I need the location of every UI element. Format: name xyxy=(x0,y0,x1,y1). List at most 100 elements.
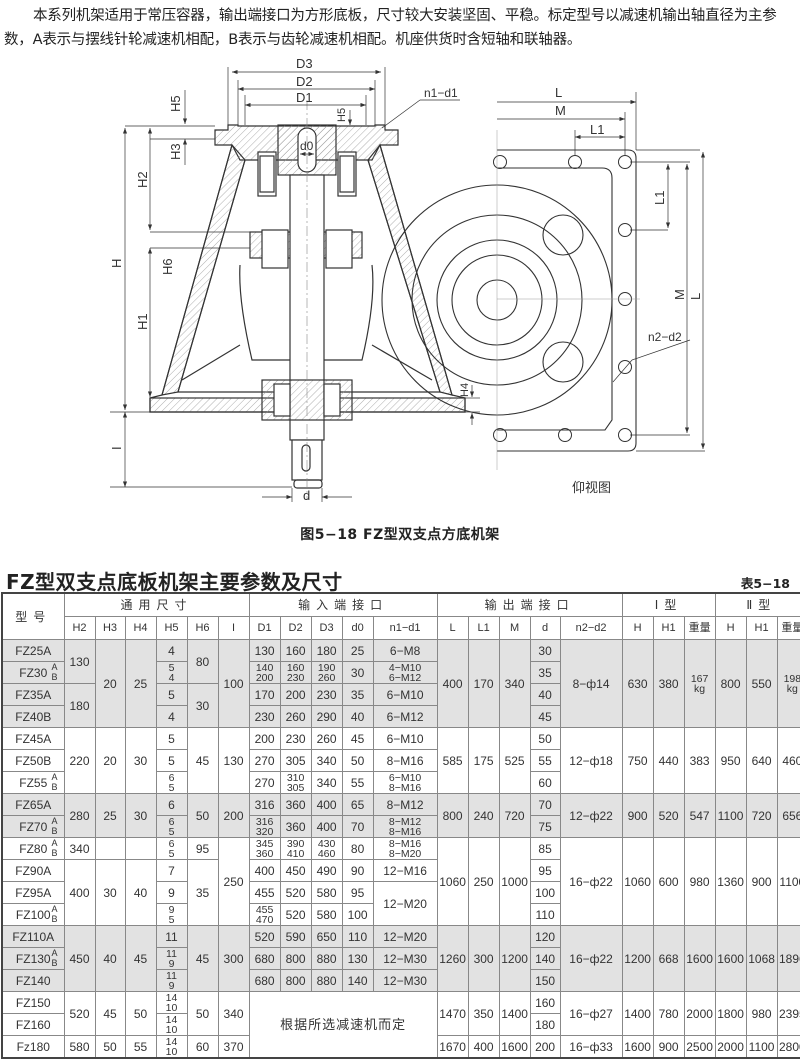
d-cell: 200 xyxy=(529,1035,561,1059)
d0-cell: 80 xyxy=(341,837,374,860)
n1d1-cell: 6−M12 xyxy=(372,705,438,728)
h2-cell: 520 xyxy=(63,991,96,1036)
label-l1-vertical: L1 xyxy=(652,191,667,205)
h5-cell: 5 xyxy=(155,749,188,772)
label-d0: d0 xyxy=(300,139,314,153)
model-cell: FZ95A xyxy=(1,881,65,904)
column-header: D1 xyxy=(248,616,281,640)
d0-cell: 70 xyxy=(341,815,374,838)
d-cell: 120 xyxy=(529,925,561,948)
h5-cell: 5 xyxy=(155,683,188,706)
h2-cell: 280 xyxy=(63,793,96,838)
column-header: H3 xyxy=(94,616,126,640)
l-cell: 800 xyxy=(436,793,469,838)
l1-cell: 300 xyxy=(467,925,500,992)
figure-caption: 图5−18 FZ型双支点方底机架 xyxy=(300,527,500,543)
type1-h1-cell: 380 xyxy=(652,639,685,728)
d2-cell: 305 xyxy=(279,749,312,772)
h2-cell: 340 xyxy=(63,837,96,860)
d2-cell: 800 xyxy=(279,947,312,970)
h5-cell: 11 xyxy=(155,925,188,948)
h3-cell: 40 xyxy=(94,925,126,992)
type1-h1-cell: 520 xyxy=(652,793,685,838)
d3-cell: 260 xyxy=(310,727,343,750)
d1-cell: 680 xyxy=(248,947,281,970)
l1-cell: 240 xyxy=(467,793,500,838)
header-row-groups: 型号 通用尺寸 输入端接口 输出端接口 Ⅰ型 Ⅱ型 xyxy=(1,592,800,640)
label-h: H xyxy=(109,259,124,268)
h2-cell: 130 xyxy=(63,639,96,684)
i-cell: 370 xyxy=(217,1035,250,1059)
label-d2: D2 xyxy=(296,74,313,89)
type1-h-cell: 1600 xyxy=(621,1035,654,1059)
n2d2-cell: 16−ф27 xyxy=(559,991,623,1036)
type1-h-cell: 1200 xyxy=(621,925,654,992)
h2-cell: 400 xyxy=(63,859,96,926)
d-cell: 45 xyxy=(529,705,561,728)
n1d1-cell: 12−M20 xyxy=(372,881,438,926)
m-cell: 1600 xyxy=(498,1035,531,1059)
bottom-view-title: 仰视图 xyxy=(572,480,611,495)
type1-h1-cell: 780 xyxy=(652,991,685,1036)
model-cell: FZ90A xyxy=(1,859,65,882)
header-input: 输入端接口 xyxy=(248,592,438,617)
d0-cell: 35 xyxy=(341,683,374,706)
h5-cell: 9 xyxy=(155,881,188,904)
header-output: 输出端接口 xyxy=(436,592,623,617)
label-h5-inner: H5 xyxy=(336,108,348,122)
model-cell: FZ35A xyxy=(1,683,65,706)
type2-weight-cell: 656 xyxy=(776,793,800,838)
type2-h1-cell: 900 xyxy=(745,837,778,926)
type1-weight-cell: 383 xyxy=(683,727,716,794)
d-cell: 140 xyxy=(529,947,561,970)
column-header: n1−d1 xyxy=(372,616,438,640)
d2-cell: 230 xyxy=(279,727,312,750)
type2-h1-cell: 640 xyxy=(745,727,778,794)
model-cell: FZ50B xyxy=(1,749,65,772)
d1-cell: 270 xyxy=(248,771,281,794)
model-cell: FZ150 xyxy=(1,991,65,1014)
h6-cell: 45 xyxy=(186,727,219,794)
type2-h1-cell: 550 xyxy=(745,639,778,728)
d-cell: 55 xyxy=(529,749,561,772)
column-header: 重量 xyxy=(776,616,800,640)
d0-cell: 100 xyxy=(341,903,374,926)
type1-weight-cell: 1600 xyxy=(683,925,716,992)
d2-cell: 520 xyxy=(279,881,312,904)
type2-weight-cell: 1100 xyxy=(776,837,800,926)
d-cell: 180 xyxy=(529,1013,561,1036)
d3-cell: 880 xyxy=(310,947,343,970)
h4-cell: 50 xyxy=(124,991,157,1036)
label-l: L xyxy=(555,85,562,100)
l1-cell: 175 xyxy=(467,727,500,794)
bottom-view-dimensions xyxy=(497,92,706,452)
column-header: D3 xyxy=(310,616,343,640)
d0-cell: 65 xyxy=(341,793,374,816)
d0-cell: 50 xyxy=(341,749,374,772)
d0-cell: 55 xyxy=(341,771,374,794)
l-cell: 1670 xyxy=(436,1035,469,1059)
d1-cell: 680 xyxy=(248,969,281,992)
h5-cell: 4 xyxy=(155,639,188,662)
d0-cell: 95 xyxy=(341,881,374,904)
n1d1-cell: 12−M30 xyxy=(372,947,438,970)
d-cell: 40 xyxy=(529,683,561,706)
h4-cell: 40 xyxy=(124,859,157,926)
d2-cell: 160 xyxy=(279,639,312,662)
m-cell: 1400 xyxy=(498,991,531,1036)
n2d2-cell: 16−ф22 xyxy=(559,837,623,926)
column-header: D2 xyxy=(279,616,312,640)
